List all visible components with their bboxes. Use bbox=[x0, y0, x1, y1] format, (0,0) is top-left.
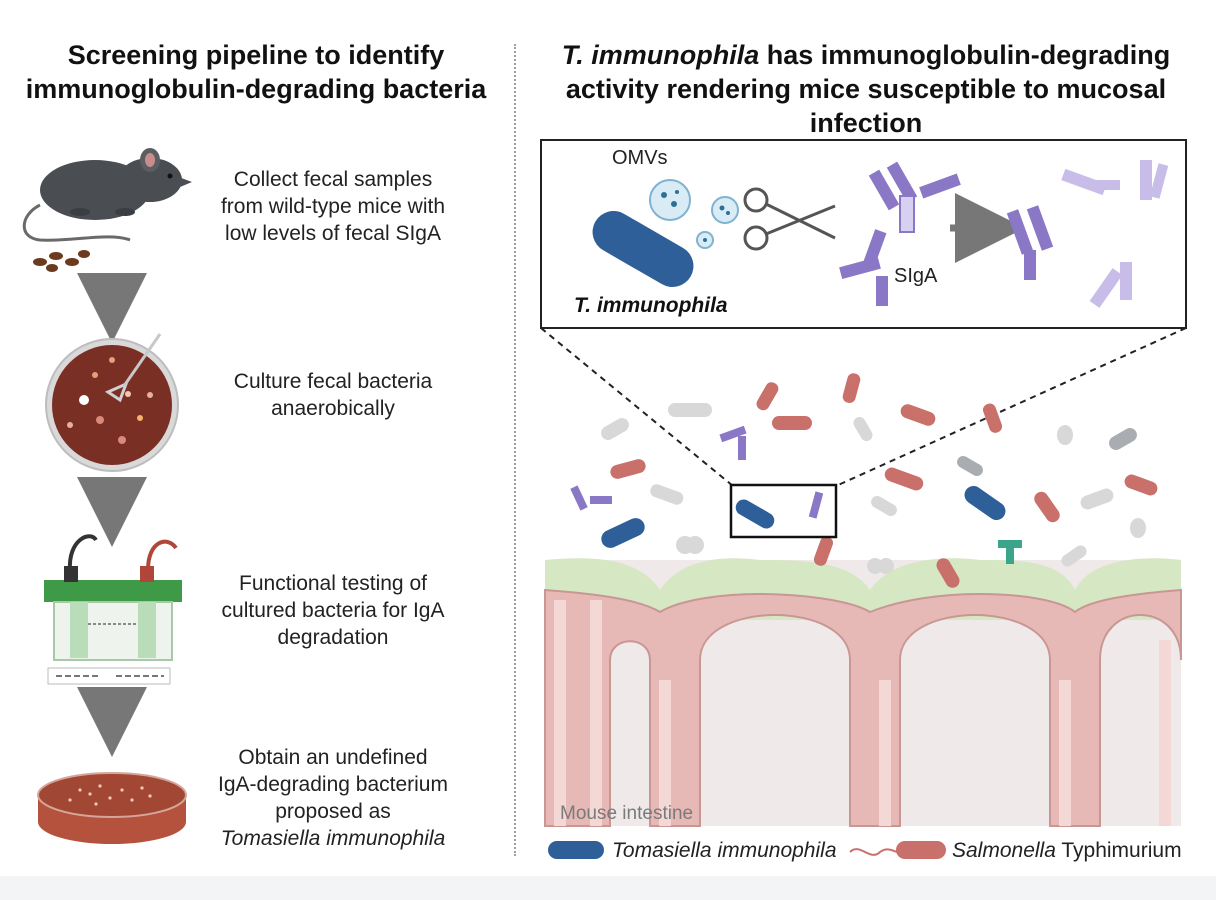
step-3-line: degradation bbox=[277, 626, 389, 649]
salmonella-bacteria bbox=[610, 373, 1158, 588]
step-4-line: proposed as bbox=[275, 800, 391, 823]
culture-plate-icon bbox=[37, 772, 187, 844]
intestine-label: Mouse intestine bbox=[560, 803, 693, 824]
left-title-line1: Screening pipeline to identify bbox=[67, 40, 445, 70]
petri-dish-icon bbox=[45, 333, 179, 472]
step-4-text: Obtain an undefined IgA-degrading bacter… bbox=[198, 744, 468, 852]
omv-icon bbox=[649, 179, 739, 249]
t-immunophila-cells bbox=[601, 485, 1006, 548]
legend-flagellum bbox=[849, 848, 899, 856]
zoom-line bbox=[835, 327, 1187, 487]
legend-salmonella-swatch bbox=[896, 841, 946, 859]
left-panel-title: Screening pipeline to identify immunoglo… bbox=[10, 38, 502, 106]
step-1-line: from wild-type mice with bbox=[220, 195, 446, 218]
right-title-rest: has immunoglobulin-degrading bbox=[759, 40, 1171, 70]
step-2-text: Culture fecal bacteria anaerobically bbox=[198, 368, 468, 422]
omvs-label: OMVs bbox=[612, 147, 668, 169]
step-1-text: Collect fecal samples from wild-type mic… bbox=[198, 166, 468, 247]
right-title-line2: activity rendering mice susceptible to m… bbox=[565, 74, 1167, 138]
scissors-icon bbox=[743, 187, 836, 251]
legend-t-immunophila-swatch bbox=[548, 841, 604, 859]
step-3-line: Functional testing of bbox=[239, 572, 427, 595]
step-2-line: anaerobically bbox=[271, 397, 395, 420]
cleaved-fragment-icon bbox=[1061, 160, 1169, 308]
siga-antibody-icon bbox=[839, 161, 961, 306]
legend-salmonella-genus: Salmonella bbox=[952, 839, 1056, 862]
small-siga-icons bbox=[570, 425, 1022, 564]
legend-t-immunophila-label: Tomasiella immunophila bbox=[612, 839, 837, 862]
siga-label: SIgA bbox=[894, 265, 938, 287]
t-immunophila-bacterium-icon bbox=[592, 211, 694, 287]
gel-electrophoresis-icon bbox=[44, 534, 182, 685]
step-4-line: Obtain an undefined bbox=[238, 746, 428, 769]
footer-band bbox=[0, 876, 1216, 900]
cleaved-siga-icon bbox=[1006, 205, 1054, 280]
panel-divider bbox=[514, 44, 516, 856]
step-4-line: Tomasiella immunophila bbox=[220, 827, 446, 850]
mouse-icon bbox=[22, 148, 192, 242]
step-3-text: Functional testing of cultured bacteria … bbox=[198, 570, 468, 651]
step-1-line: low levels of fecal SIgA bbox=[225, 222, 441, 245]
legend-salmonella-serovar: Typhimurium bbox=[1056, 839, 1182, 862]
right-title-species: T. immunophila bbox=[561, 40, 760, 70]
bacterium-label: T. immunophila bbox=[574, 294, 728, 317]
legend-salmonella-label: Salmonella Typhimurium bbox=[952, 839, 1182, 862]
zoom-box bbox=[729, 483, 838, 539]
step-3-line: cultured bacteria for IgA bbox=[221, 599, 445, 622]
legend: Tomasiella immunophila Salmonella Typhim… bbox=[548, 839, 1182, 862]
left-title-line2: immunoglobulin-degrading bacteria bbox=[25, 74, 487, 104]
right-panel-title: T. immunophila has immunoglobulin-degrad… bbox=[526, 38, 1206, 140]
fecal-pellets-icon bbox=[33, 250, 90, 272]
intestine-illustration bbox=[544, 558, 1182, 827]
zoom-line bbox=[540, 327, 734, 487]
step-4-line: IgA-degrading bacterium bbox=[218, 773, 448, 796]
commensal-bacteria bbox=[601, 403, 1146, 574]
step-2-line: Culture fecal bacteria bbox=[233, 370, 433, 393]
step-1-line: Collect fecal samples bbox=[233, 168, 433, 191]
